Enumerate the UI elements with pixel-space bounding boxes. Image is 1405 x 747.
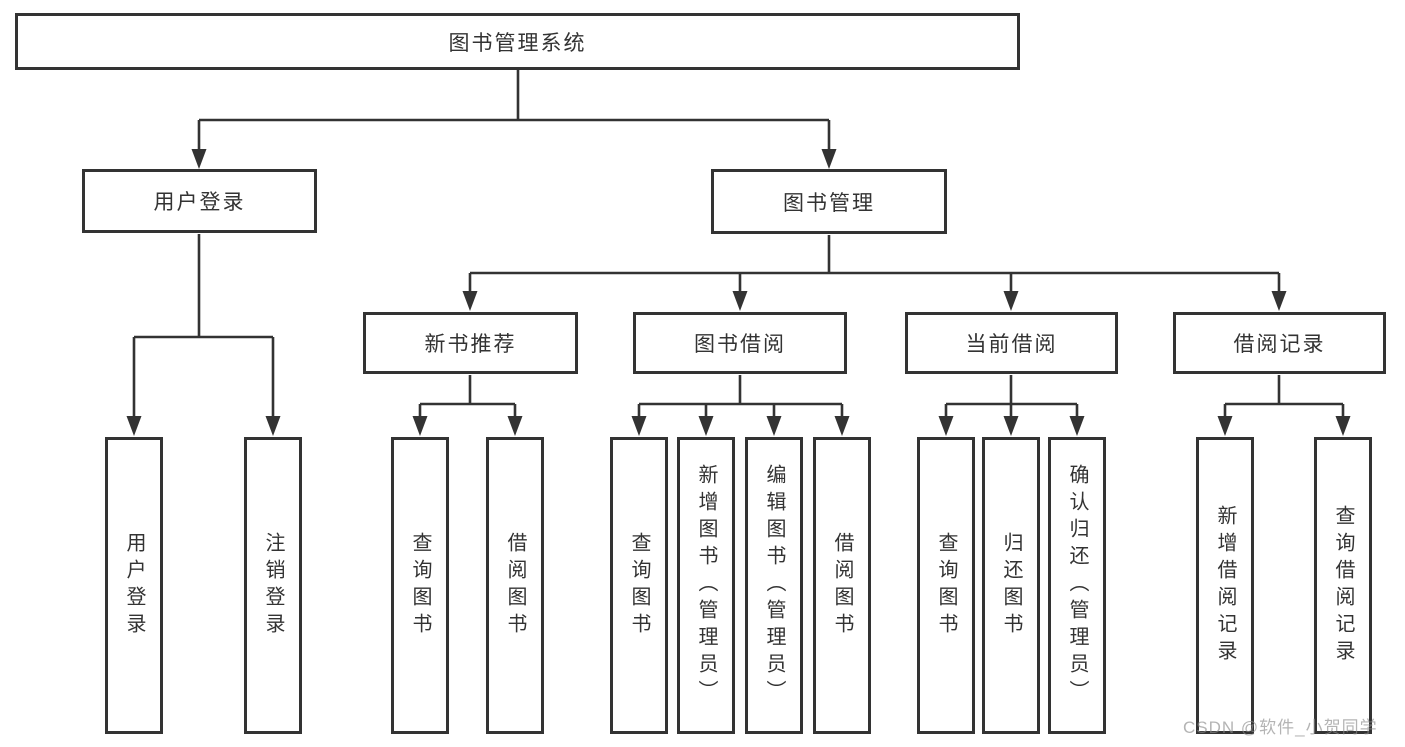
node-book-borrow-label: 图书借阅	[694, 333, 786, 356]
arrow-down-icon	[126, 416, 142, 436]
arrow-down-icon	[834, 416, 850, 436]
leaf-query-borrow-record-label: 查询借阅记录	[1332, 504, 1354, 667]
leaf-return-books-label: 归还图书	[1000, 531, 1022, 640]
leaf-user-login-label: 用户登录	[123, 531, 145, 640]
arrow-down-icon	[631, 416, 647, 436]
leaf-borrow-books: 借阅图书	[813, 437, 871, 734]
leaf-add-borrow-record: 新增借阅记录	[1196, 437, 1254, 734]
leaf-user-login: 用户登录	[105, 437, 163, 734]
leaf-logout: 注销登录	[244, 437, 302, 734]
node-current-borrow: 当前借阅	[905, 312, 1118, 374]
leaf-query-books-borrow-label: 查询图书	[628, 531, 650, 640]
arrow-down-icon	[698, 416, 714, 436]
leaf-query-books-recommend-label: 查询图书	[409, 531, 431, 640]
node-user-login: 用户登录	[82, 169, 317, 233]
connector-user-login-to-leaves	[126, 234, 281, 436]
leaf-borrow-books-recommend-label: 借阅图书	[504, 531, 526, 640]
node-book-mgmt: 图书管理	[711, 169, 947, 234]
leaf-edit-books-admin-label: 编辑图书（管理员）	[763, 464, 785, 707]
arrow-down-icon	[1217, 416, 1233, 436]
arrow-down-icon	[938, 416, 954, 436]
arrow-down-icon	[191, 149, 207, 169]
arrow-down-icon	[507, 416, 523, 436]
arrow-down-icon	[265, 416, 281, 436]
arrow-down-icon	[412, 416, 428, 436]
arrow-down-icon	[1003, 416, 1019, 436]
node-root: 图书管理系统	[15, 13, 1020, 70]
arrow-down-icon	[1003, 291, 1019, 311]
arrow-down-icon	[766, 416, 782, 436]
arrow-down-icon	[821, 149, 837, 169]
node-borrow-records: 借阅记录	[1173, 312, 1386, 374]
leaf-confirm-return-admin: 确认归还（管理员）	[1048, 437, 1106, 734]
leaf-logout-label: 注销登录	[262, 531, 284, 640]
node-user-login-label: 用户登录	[153, 191, 246, 214]
leaf-borrow-books-label: 借阅图书	[831, 531, 853, 640]
node-borrow-records-label: 借阅记录	[1233, 333, 1326, 356]
leaf-edit-books-admin: 编辑图书（管理员）	[745, 437, 803, 734]
arrow-down-icon	[1069, 416, 1085, 436]
arrow-down-icon	[1271, 291, 1287, 311]
connector-book-mgmt-to-level3	[462, 235, 1287, 311]
leaf-confirm-return-admin-label: 确认归还（管理员）	[1066, 464, 1088, 707]
node-new-book-recommend: 新书推荐	[363, 312, 578, 374]
node-book-borrow: 图书借阅	[633, 312, 847, 374]
csdn-watermark: CSDN @软件_小贺同学	[1183, 718, 1378, 737]
leaf-query-books-recommend: 查询图书	[391, 437, 449, 734]
leaf-add-books-admin: 新增图书（管理员）	[677, 437, 735, 734]
connector-borrow-records-to-leaves	[1217, 375, 1351, 436]
leaf-query-borrow-record: 查询借阅记录	[1314, 437, 1372, 734]
arrow-down-icon	[732, 291, 748, 311]
arrow-down-icon	[462, 291, 478, 311]
leaf-query-books-borrow: 查询图书	[610, 437, 668, 734]
leaf-add-books-admin-label: 新增图书（管理员）	[695, 464, 717, 707]
connector-current-borrow-to-leaves	[938, 375, 1085, 436]
node-book-mgmt-label: 图书管理	[783, 191, 875, 215]
arrow-down-icon	[1335, 416, 1351, 436]
connector-new-book-to-leaves	[412, 375, 523, 436]
connector-book-borrow-to-leaves	[631, 375, 850, 436]
leaf-borrow-books-recommend: 借阅图书	[486, 437, 544, 734]
leaf-query-books-current: 查询图书	[917, 437, 975, 734]
leaf-query-books-current-label: 查询图书	[935, 531, 957, 640]
connector-root-to-level2	[191, 70, 837, 169]
node-current-borrow-label: 当前借阅	[965, 333, 1058, 356]
node-root-label: 图书管理系统	[448, 31, 587, 55]
leaf-return-books: 归还图书	[982, 437, 1040, 734]
leaf-add-borrow-record-label: 新增借阅记录	[1214, 504, 1236, 667]
node-new-book-recommend-label: 新书推荐	[424, 333, 517, 356]
